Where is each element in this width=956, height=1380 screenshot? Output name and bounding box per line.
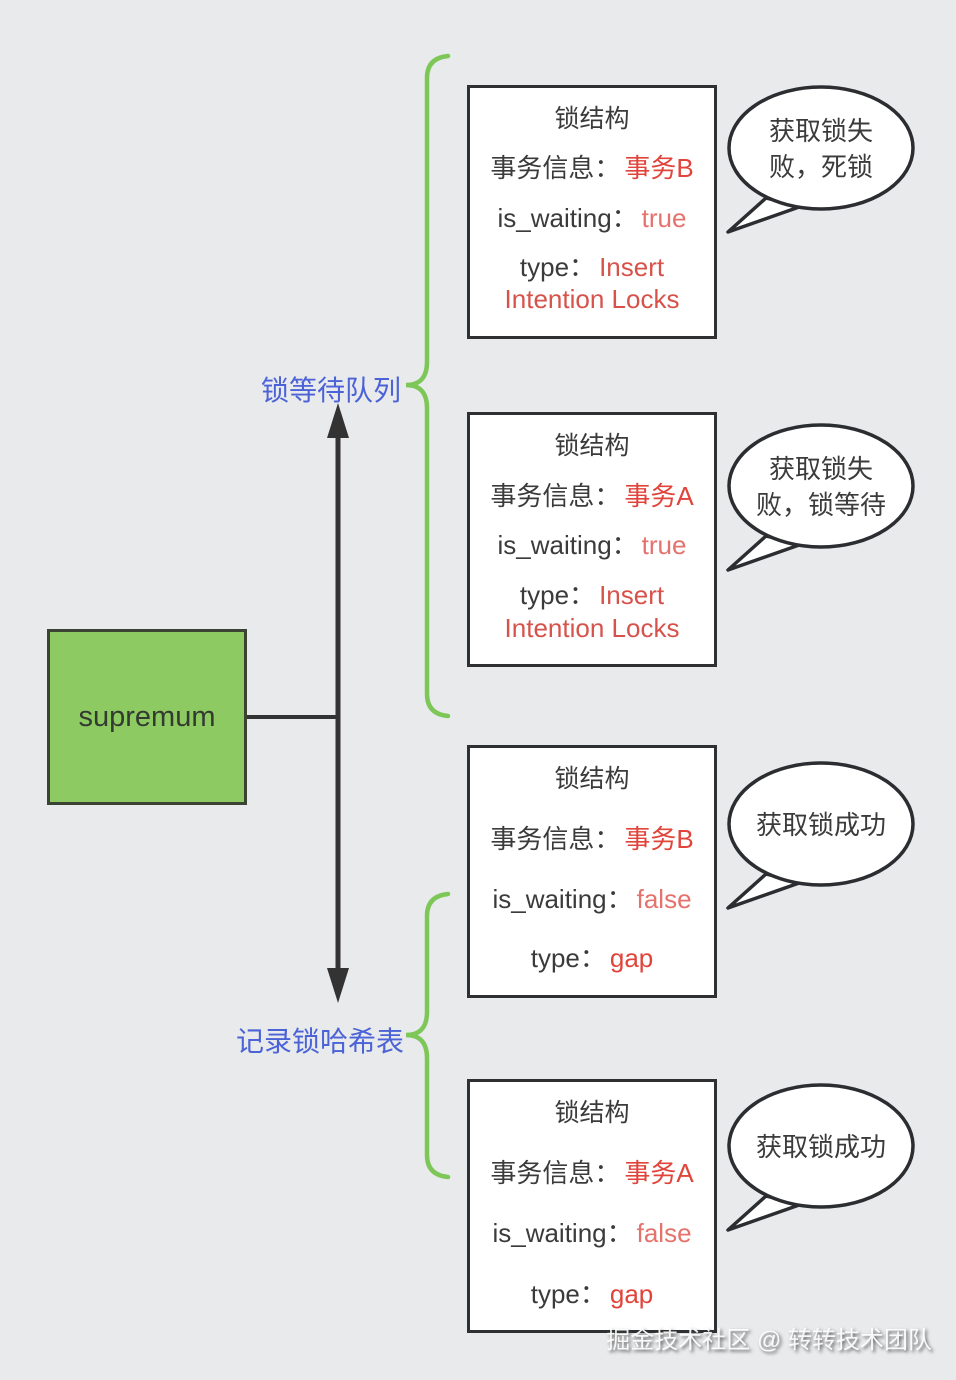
lock-box-title: 锁结构 [554,765,630,793]
transaction-value: 事务A [624,480,694,511]
is-waiting-field: is_waiting：false [492,883,691,916]
type-field: type：gap [531,942,654,975]
type-value: Insert Intention Locks [504,580,680,643]
speech-bubble-shape [726,761,915,910]
bubble-line: 获取锁失 [768,115,873,146]
type-label: type： [519,580,596,610]
upper-curly-brace [405,53,451,719]
lock-box-title: 锁结构 [554,105,630,133]
is-waiting-value: false [636,883,692,914]
is-waiting-label: is_waiting： [497,202,638,233]
speech-bubble-ellipse [727,761,915,887]
speech-bubble-text: 获取锁失 败，锁等待 [734,422,908,552]
speech-bubble: 获取锁失 败，死锁 [722,78,920,240]
speech-bubble-ellipse [727,423,915,549]
speech-bubble: 获取锁成功 [722,1076,920,1238]
speech-bubble-shape [726,423,915,572]
transaction-label: 事务信息： [490,480,621,511]
is-waiting-value: true [641,530,687,561]
type-label: type： [519,251,596,282]
speech-bubble-text: 获取锁成功 [734,1082,908,1212]
bubble-line: 获取锁成功 [755,1131,886,1162]
type-field: type：Insert Intention Locks [478,251,706,316]
type-label: type： [530,1278,606,1309]
transaction-value: 事务B [624,153,694,184]
speech-bubble: 获取锁失 败，锁等待 [722,416,920,578]
transaction-label: 事务信息： [490,153,621,184]
is-waiting-field: is_waiting：false [492,1217,691,1250]
type-field: type：gap [531,1278,654,1311]
type-label: type： [530,943,606,974]
bubble-line: 败，死锁 [768,152,873,182]
lock-box-title: 锁结构 [554,432,630,460]
watermark: 掘金技术社区 @ 转转技术团队 [606,1327,932,1354]
speech-bubble-ellipse [727,1083,915,1209]
speech-bubble-shape [726,1083,915,1232]
speech-bubble-shape [726,85,915,234]
is-waiting-value: false [636,1218,692,1249]
speech-bubble: 获取锁成功 [722,754,920,916]
lock-box: 锁结构 事务信息：事务A is_waiting：false type：gap [467,1079,717,1333]
lock-box: 锁结构 事务信息：事务B is_waiting：true type：Insert… [467,85,717,339]
lock-box: 锁结构 事务信息：事务B is_waiting：false type：gap [467,745,717,998]
is-waiting-value: true [641,202,687,233]
transaction-value: 事务A [624,1158,694,1188]
arrow-down-icon [327,968,349,1003]
is-waiting-field: is_waiting：true [498,202,687,235]
bubble-line: 获取锁失 [768,453,873,484]
type-value: Insert Intention Locks [504,251,680,315]
type-value: gap [609,1278,654,1309]
speech-bubble-text: 获取锁成功 [734,760,908,890]
transaction-field: 事务信息：事务A [490,480,693,513]
lock-wait-queue-label: 锁等待队列 [261,375,402,406]
is-waiting-field: is_waiting：true [498,529,687,562]
speech-bubble-text: 获取锁失 败，死锁 [734,84,908,214]
type-value: gap [609,943,654,974]
supremum-node: supremum [47,629,247,805]
lower-curly-brace [405,891,451,1180]
transaction-field: 事务信息：事务B [490,823,693,856]
bubble-line: 败，锁等待 [755,490,886,520]
lock-box-title: 锁结构 [554,1099,630,1127]
transaction-field: 事务信息：事务A [490,1157,693,1190]
is-waiting-label: is_waiting： [497,530,638,561]
record-lock-hash-label: 记录锁哈希表 [236,1026,405,1057]
lock-box: 锁结构 事务信息：事务A is_waiting：true type：Insert… [467,412,717,667]
supremum-label: supremum [78,700,216,733]
is-waiting-label: is_waiting： [492,1218,633,1249]
transaction-label: 事务信息： [490,1158,621,1188]
transaction-field: 事务信息：事务B [490,152,693,185]
transaction-label: 事务信息： [490,823,621,854]
bubble-line: 获取锁成功 [755,809,886,840]
speech-bubble-ellipse [727,85,915,211]
type-field: type：Insert Intention Locks [478,579,706,644]
is-waiting-label: is_waiting： [492,883,633,914]
transaction-value: 事务B [624,823,694,854]
